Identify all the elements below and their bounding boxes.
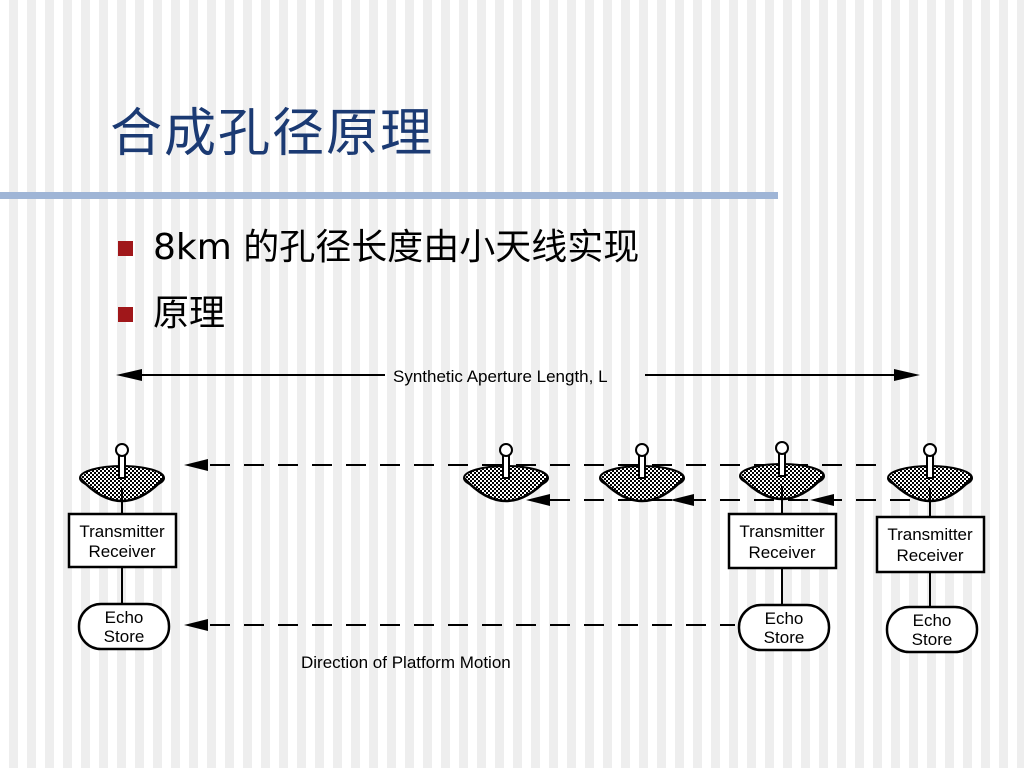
transmitter-label: Transmitter [887,525,973,544]
square-bullet-icon [118,306,133,322]
radar-station-2: Transmitter Receiver Echo Store [727,486,838,652]
title-divider [0,192,778,199]
echo-label: Echo [105,608,144,627]
antenna-dish-icon [598,442,686,503]
aperture-length-arrow [116,369,920,381]
bullet-text: 原理 [153,293,226,334]
antenna-dish-icon [462,442,550,503]
square-bullet-icon [118,240,133,256]
receiver-label: Receiver [896,546,963,565]
bullet-item-2: 原理 [118,296,225,332]
echo-label: Echo [913,611,952,630]
receiver-label: Receiver [88,542,155,561]
bullet-item-1: 8km 的孔径长度由小天线实现 [118,230,639,266]
motion-arrowheads [184,459,834,631]
motion-dashed-lines [210,464,915,626]
radar-station-1: Transmitter Receiver Echo Store [67,488,178,651]
transmitter-label: Transmitter [739,522,825,541]
store-label: Store [912,630,953,649]
receiver-label: Receiver [748,543,815,562]
motion-direction-label: Direction of Platform Motion [301,653,511,672]
store-label: Store [104,627,145,646]
echo-label: Echo [765,609,804,628]
transmitter-label: Transmitter [79,522,165,541]
bullet-text: 8km 的孔径长度由小天线实现 [153,227,640,268]
store-label: Store [764,628,805,647]
slide-title: 合成孔径原理 [110,104,435,164]
radar-station-3: Transmitter Receiver Echo Store [875,488,986,654]
aperture-length-label: Synthetic Aperture Length, L [393,367,608,386]
